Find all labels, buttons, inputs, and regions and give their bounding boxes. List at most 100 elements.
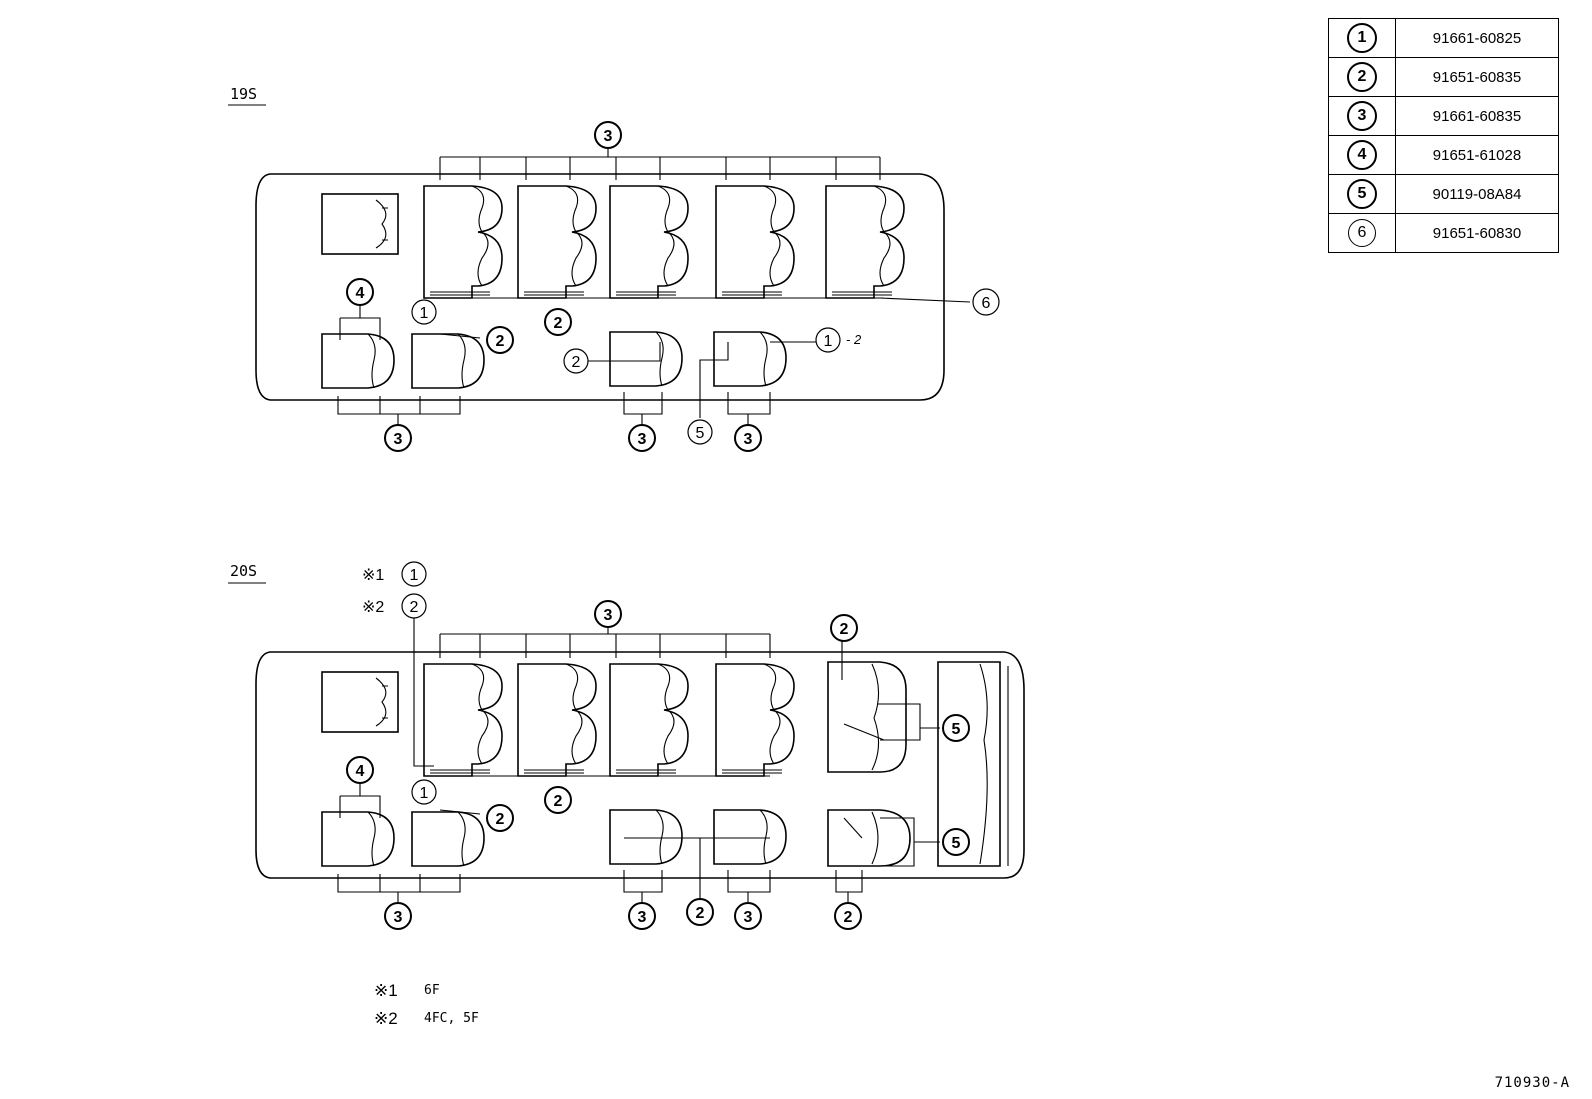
svg-text:2: 2	[410, 599, 419, 616]
callout-2-mid-19s: 2	[544, 308, 572, 336]
seat-lower-1-20s	[321, 811, 395, 867]
callout-6-19s: 6	[972, 288, 1000, 316]
seat-row-1-19s	[423, 185, 503, 299]
seat-lower-3-19s	[609, 331, 683, 387]
seat-lower-4-19s	[713, 331, 787, 387]
legend-key-5: 5	[1347, 179, 1377, 209]
legend-row: 1 91661-60825	[1328, 18, 1559, 58]
svg-text:3: 3	[604, 607, 613, 624]
note-2-value: 4FC, 5F	[424, 1011, 479, 1026]
callout-3-top-19s: 3	[594, 121, 622, 149]
svg-text:3: 3	[604, 128, 613, 145]
svg-text:2: 2	[572, 354, 581, 371]
legend-row: 5 90119-08A84	[1328, 174, 1559, 214]
callout-2-left-19s: 2	[563, 348, 589, 374]
callout-1-2-19s: 1 - 2	[815, 327, 862, 353]
callout-1-19s: 1	[411, 299, 437, 325]
seat-lower-2-19s	[411, 333, 485, 389]
legend-key-2: 2	[1347, 62, 1377, 92]
legend-row: 3 91661-60835	[1328, 96, 1559, 136]
seat-row-1-20s	[423, 663, 503, 777]
callout-4-20s: 4	[346, 756, 374, 784]
note-1-value: 6F	[424, 983, 440, 998]
svg-text:5: 5	[952, 721, 961, 738]
bus-outline-19s	[255, 173, 945, 401]
callout-3-top-20s: 3	[594, 600, 622, 628]
drawing-number: 710930-A	[1494, 1075, 1570, 1091]
svg-text:3: 3	[744, 431, 753, 448]
seat-row-2-19s	[517, 185, 597, 299]
callout-1-20s: 1	[411, 779, 437, 805]
legend-key-6: 6	[1348, 219, 1376, 247]
svg-text:1: 1	[410, 567, 419, 584]
callout-3-bm-20s: 3	[628, 902, 656, 930]
rear-seat-upper-20s	[827, 661, 907, 773]
legend-row: 4 91651-61028	[1328, 135, 1559, 175]
callout-5-19s: 5	[687, 419, 713, 445]
note-2-marker: ※2	[374, 1009, 398, 1028]
svg-text:2: 2	[496, 811, 505, 828]
svg-text:1: 1	[420, 785, 429, 802]
bus-outline-20s	[255, 651, 1025, 879]
svg-text:2: 2	[554, 793, 563, 810]
callout-3-br-20s: 3	[734, 902, 762, 930]
seat-lower-4-20s	[713, 809, 787, 865]
svg-text:1: 1	[420, 305, 429, 322]
note-1-marker: ※1	[374, 981, 398, 1000]
callout-2-rear-20s: 2	[830, 614, 858, 642]
legend-part-number: 91651-61028	[1395, 135, 1559, 175]
callout-3-bl-20s: 3	[384, 902, 412, 930]
diagram-label-19s: 19S	[230, 85, 257, 103]
svg-text:5: 5	[696, 425, 705, 442]
svg-text:2: 2	[696, 905, 705, 922]
legend-part-number: 91661-60825	[1395, 18, 1559, 58]
svg-text:4: 4	[356, 763, 365, 780]
legend-key-1: 1	[1347, 23, 1377, 53]
svg-text:5: 5	[952, 835, 961, 852]
callout-5-lower-20s: 5	[942, 828, 970, 856]
svg-text:2: 2	[554, 315, 563, 332]
legend-row: 6 91651-60830	[1328, 213, 1559, 253]
svg-text:2: 2	[496, 333, 505, 350]
seat-row-4-19s	[715, 185, 795, 299]
callout-3-bm-19s: 3	[628, 424, 656, 452]
rear-bench-20s	[937, 661, 1001, 867]
svg-text:2: 2	[840, 621, 849, 638]
diagram-20s: 20S ※1 1 ※2 2	[228, 561, 1025, 1028]
legend-key-4: 4	[1347, 140, 1377, 170]
svg-text:3: 3	[638, 431, 647, 448]
legend-part-number: 91651-60830	[1395, 213, 1559, 253]
svg-text:4: 4	[356, 285, 365, 302]
callout-5-upper-20s: 5	[942, 714, 970, 742]
diagram-label-20s: 20S	[230, 562, 257, 580]
callout-2-bottom-20s: 2	[686, 898, 714, 926]
seat-lower-2-20s	[411, 811, 485, 867]
svg-text:3: 3	[394, 909, 403, 926]
ref2-marker: ※2	[362, 599, 384, 616]
callout-2-mid-20s: 2	[544, 786, 572, 814]
callout-2-right-20s: 2	[486, 804, 514, 832]
legend-part-number: 91651-60835	[1395, 57, 1559, 97]
parts-legend-table: 1 91661-60825 2 91651-60835 3 91661-6083…	[1328, 18, 1559, 253]
seat-lower-1-19s	[321, 333, 395, 389]
seat-lower-3-20s	[609, 809, 683, 865]
legend-key-3: 3	[1347, 101, 1377, 131]
ref2-callout: 2	[401, 593, 427, 619]
driver-seat	[321, 193, 399, 255]
diagram-19s: 19S 3 6 1 2	[228, 85, 1000, 452]
callout-2-rr-20s: 2	[834, 902, 862, 930]
seat-row-3-20s	[609, 663, 689, 777]
bracket-top-19s	[439, 148, 881, 180]
legend-part-number: 91661-60835	[1395, 96, 1559, 136]
callout-3-bl-19s: 3	[384, 424, 412, 452]
seat-row-4-20s	[715, 663, 795, 777]
svg-text:2: 2	[844, 909, 853, 926]
svg-text:1: 1	[824, 333, 833, 350]
callout-4-19s: 4	[346, 278, 374, 306]
svg-text:- 2: - 2	[846, 332, 862, 347]
callout-2-right-19s: 2	[486, 326, 514, 354]
callout-3-br-19s: 3	[734, 424, 762, 452]
legend-row: 2 91651-60835	[1328, 57, 1559, 97]
seat-row-2-20s	[517, 663, 597, 777]
